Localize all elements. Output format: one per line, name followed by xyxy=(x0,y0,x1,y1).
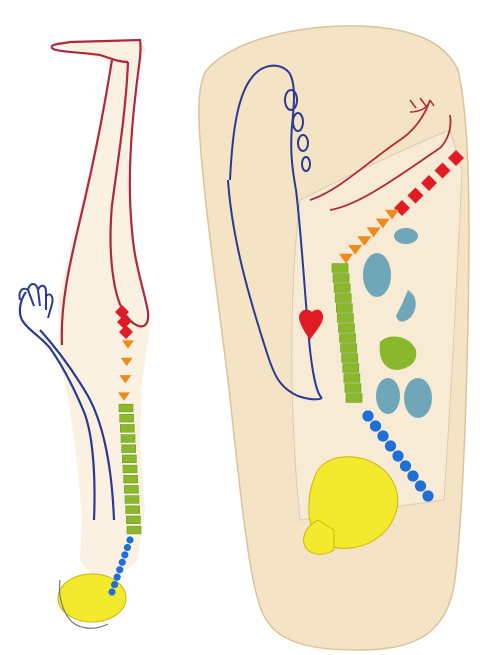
vertebra-thoracic xyxy=(120,424,134,432)
vertebra-cervical xyxy=(370,420,381,431)
vertebra-cervical xyxy=(415,480,426,491)
vertebra-thoracic xyxy=(127,526,141,534)
vertebra-thoracic xyxy=(126,516,140,524)
organ-lung-right xyxy=(404,378,432,418)
vertebra-thoracic xyxy=(123,465,137,473)
vertebra-thoracic xyxy=(335,294,351,303)
organ-kidney-upper xyxy=(394,228,418,244)
vertebra-thoracic xyxy=(126,506,140,514)
vertebra-thoracic xyxy=(333,274,349,283)
vertebra-cervical xyxy=(119,559,126,566)
vertebra-thoracic xyxy=(336,304,352,313)
vertebra-thoracic xyxy=(122,445,136,453)
vertebra-cervical xyxy=(422,490,433,501)
vertebra-thoracic xyxy=(346,394,362,403)
vertebra-cervical xyxy=(124,544,131,551)
vertebra-thoracic xyxy=(340,334,356,343)
vertebra-cervical xyxy=(126,536,133,543)
vertebra-cervical xyxy=(400,460,411,471)
vertebra-cervical xyxy=(121,551,128,558)
hand-icon xyxy=(19,284,52,318)
organ-lung-left xyxy=(376,378,400,414)
vertebra-cervical xyxy=(114,574,121,581)
organ-stomach xyxy=(363,253,391,297)
vertebra-thoracic xyxy=(122,455,136,463)
left-figure xyxy=(19,40,150,628)
vertebra-thoracic xyxy=(342,354,358,363)
vertebra-thoracic xyxy=(343,364,359,373)
vertebra-cervical xyxy=(111,581,118,588)
vertebra-cervical xyxy=(392,450,403,461)
vertebra-cervical xyxy=(108,588,115,595)
vertebra-thoracic xyxy=(341,344,357,353)
vertebra-thoracic xyxy=(338,324,354,333)
vertebra-thoracic xyxy=(124,485,138,493)
right-figure xyxy=(199,26,469,650)
vertebra-thoracic xyxy=(337,314,353,323)
vertebra-thoracic xyxy=(344,374,360,383)
vertebra-cervical xyxy=(377,430,388,441)
vertebra-thoracic xyxy=(120,414,134,422)
vertebra-thoracic xyxy=(124,475,138,483)
vertebra-cervical xyxy=(407,470,418,481)
vertebra-thoracic xyxy=(345,384,361,393)
vertebra-cervical xyxy=(362,410,373,421)
vertebra-thoracic xyxy=(119,404,133,412)
vertebra-thoracic xyxy=(121,435,135,443)
vertebra-thoracic xyxy=(334,284,350,293)
vertebra-cervical xyxy=(116,566,123,573)
vertebra-cervical xyxy=(385,440,396,451)
vertebra-thoracic xyxy=(125,496,139,504)
vertebra-thoracic xyxy=(332,264,348,273)
